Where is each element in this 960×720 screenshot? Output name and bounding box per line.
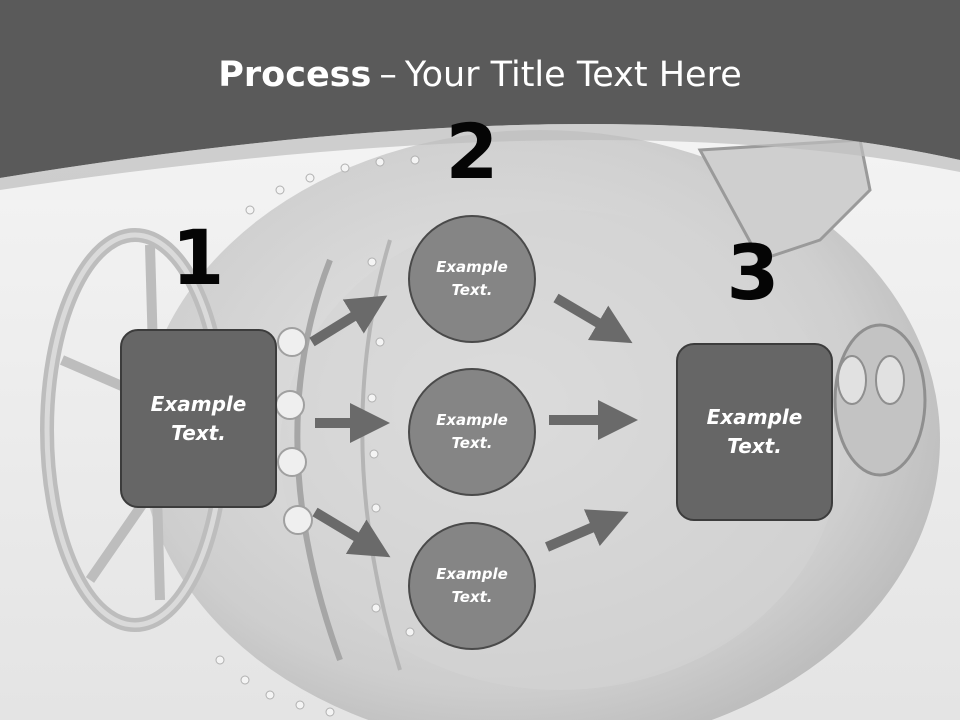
middle-node-bottom[interactable]: Example Text. [408, 522, 536, 650]
title-bold-part: Process [218, 55, 372, 95]
middle-node-bottom-label: Example Text. [436, 565, 508, 606]
middle-node-top[interactable]: Example Text. [408, 215, 536, 343]
step-3-box[interactable]: Example Text. [676, 343, 833, 521]
step-number-1: 1 [171, 213, 225, 302]
slide-title: Process–Your Title Text Here [0, 52, 960, 98]
arrow-top-to-3 [553, 293, 633, 344]
middle-node-center[interactable]: Example Text. [408, 368, 536, 496]
step-1-box[interactable]: Example Text. [120, 329, 277, 508]
title-separator: – [379, 55, 397, 95]
arrow-bottom-to-3 [545, 509, 629, 552]
arrow-1-to-bottom [312, 507, 391, 558]
arrow-1-to-top [309, 295, 388, 347]
title-rest: Your Title Text Here [404, 55, 742, 95]
step-number-2: 2 [445, 107, 499, 196]
step-3-label: Example Text. [706, 405, 803, 458]
middle-node-center-label: Example Text. [436, 411, 508, 452]
step-1-label: Example Text. [150, 391, 247, 445]
step-number-3: 3 [726, 228, 780, 317]
middle-node-top-label: Example Text. [436, 258, 508, 299]
